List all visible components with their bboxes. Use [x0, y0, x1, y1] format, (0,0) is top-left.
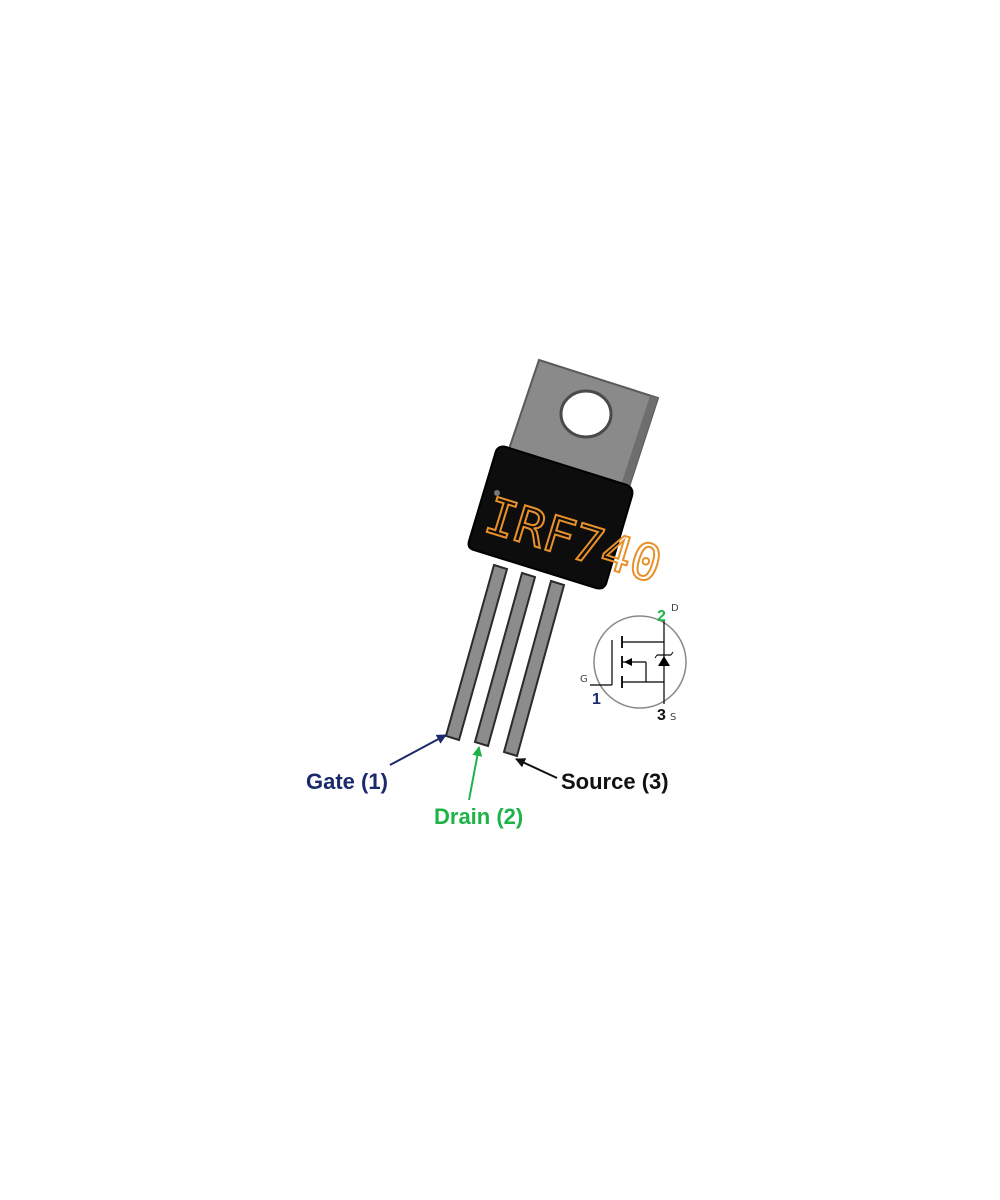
gate-label: Gate (1) [306, 769, 388, 794]
symbol-source-number: 3 [657, 707, 666, 724]
source-label: Source (3) [561, 769, 669, 794]
gate-lead [444, 563, 509, 742]
gate-arrow [389, 734, 447, 766]
package-body: IRF740 [467, 445, 669, 596]
symbol-gate-number: 1 [592, 691, 601, 708]
symbol-drain-letter: D [671, 603, 679, 614]
pin-one-dot [494, 490, 500, 496]
drain-lead [473, 571, 537, 748]
leads [444, 563, 566, 758]
symbol-drain-number: 2 [657, 608, 666, 625]
mosfet-symbol: G D S 1 2 3 [580, 603, 687, 724]
symbol-source-letter: S [670, 712, 676, 723]
source-lead [502, 579, 566, 758]
mounting-hole [559, 389, 613, 439]
symbol-gate-letter: G [580, 674, 588, 685]
source-arrow [515, 758, 558, 779]
drain-label: Drain (2) [434, 804, 523, 829]
metal-tab [506, 358, 660, 492]
drain-arrow [468, 746, 483, 801]
